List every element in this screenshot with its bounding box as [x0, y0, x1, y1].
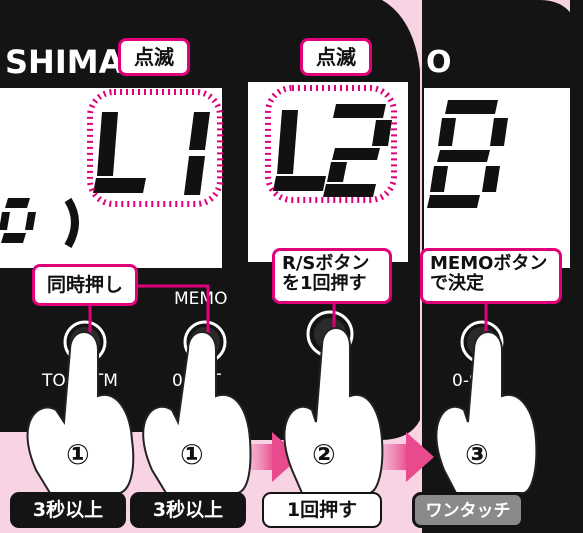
lcd-digits-1	[87, 89, 223, 207]
finger-hand-4	[435, 331, 538, 494]
step-number-2: ②	[312, 438, 336, 471]
duration-pill-2: 1回押す	[262, 492, 382, 528]
action-label-memo-button: MEMOボタン で決定	[420, 248, 562, 304]
action-label-rs-line1: R/Sボタン	[282, 253, 370, 274]
blink-label-1: 点滅	[118, 38, 190, 76]
action-label-rs-button: R/Sボタン を1回押す	[272, 248, 392, 304]
lcd-side-digits	[0, 197, 79, 249]
brand-logo-partial: O	[426, 45, 452, 80]
step-number-3: ③	[465, 438, 489, 471]
lcd-digits-2	[265, 85, 397, 203]
lcd-digit-3	[427, 100, 508, 208]
action-label-memo-line2: で決定	[430, 272, 484, 294]
action-label-rs-line2: を1回押す	[282, 272, 367, 294]
blink-label-2: 点滅	[300, 38, 372, 76]
duration-pill-1b: 3秒以上	[130, 492, 246, 528]
action-label-simultaneous: 同時押し	[32, 264, 138, 306]
lcd-screen-3	[424, 88, 583, 268]
duration-pill-3: ワンタッチ	[412, 492, 524, 528]
finger-hand-3	[283, 327, 384, 494]
action-label-memo-line1: MEMOボタン	[430, 253, 548, 274]
device-panel-1: SHIMA MEMO TOP-BTM 0-SET	[0, 0, 288, 432]
brand-logo: SHIMA	[5, 43, 124, 81]
step-number-1a: ①	[66, 438, 90, 471]
finger-hand-1	[26, 331, 135, 494]
memo-text: MEMO	[174, 289, 227, 309]
device-panel-2	[240, 0, 420, 440]
duration-pill-1a: 3秒以上	[10, 492, 126, 528]
step-number-1b: ①	[180, 438, 204, 471]
finger-hand-2	[142, 331, 252, 494]
